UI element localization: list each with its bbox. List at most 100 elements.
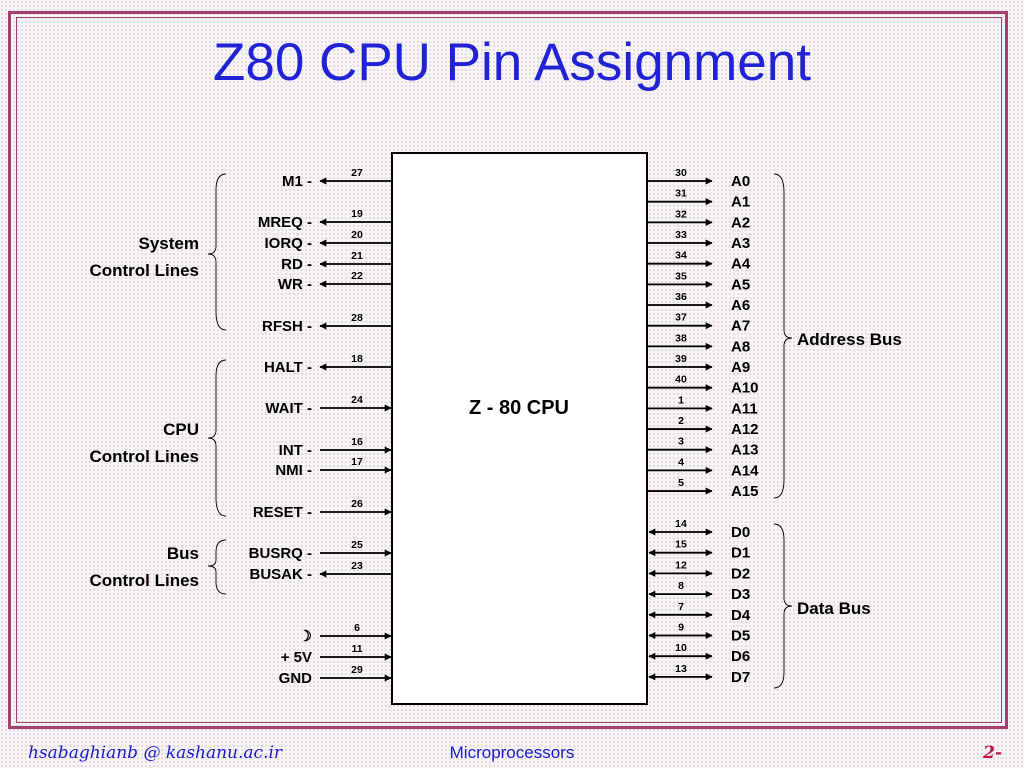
address-pin-label: A5 [731, 276, 750, 293]
pin-number: 9 [678, 622, 684, 634]
cpu-brace [207, 359, 227, 517]
pin-number: 26 [351, 498, 363, 510]
pin-number: 37 [675, 312, 687, 324]
pin-number: 34 [675, 250, 687, 262]
data-pin-label: D3 [731, 586, 750, 603]
pin-number: 13 [675, 663, 687, 675]
pin-number: 38 [675, 332, 687, 344]
bus-group-label-2: Control Lines [89, 571, 199, 590]
pin-number: 20 [351, 229, 363, 241]
cpu-chip-body [391, 152, 648, 705]
pin-number: 39 [675, 353, 687, 365]
data-pin-label: D2 [731, 565, 750, 582]
system-group-label-1: System [139, 234, 199, 253]
pin-number: 28 [351, 312, 363, 324]
pin-number: 1 [678, 394, 684, 406]
address-pin-label: A4 [731, 256, 751, 273]
data-pin-label: D4 [731, 607, 751, 624]
address-pin-label: A14 [731, 462, 759, 479]
pin-label: IORQ - [265, 235, 313, 252]
address-bus-label: Address Bus [797, 330, 902, 349]
pin-number: 10 [675, 642, 687, 654]
footer-course: Microprocessors [449, 743, 575, 762]
pin-label: M1 - [282, 173, 312, 190]
pin-label: RESET - [253, 504, 312, 521]
pin-number: 35 [675, 270, 687, 282]
pin-number: 29 [351, 664, 363, 676]
pin-number: 23 [351, 560, 363, 572]
pin-number: 11 [351, 643, 362, 655]
pin-label: NMI - [275, 462, 312, 479]
address-pin-label: A8 [731, 338, 750, 355]
pin-label: GND [279, 670, 313, 687]
footer-email: hsabaghianb @ kashanu.ac.ir [28, 743, 283, 763]
pin-number: 32 [675, 208, 687, 220]
pin-number: 27 [351, 167, 363, 179]
pin-number: 30 [675, 167, 687, 179]
footer-page-number: 2- [983, 743, 1002, 763]
pin-number: 33 [675, 229, 687, 241]
pin-number: 40 [675, 374, 687, 386]
chip-label: Z - 80 CPU [469, 397, 569, 419]
address-pin-label: A12 [731, 421, 759, 438]
slide-title: Z80 CPU Pin Assignment [213, 33, 811, 92]
data-brace [773, 523, 793, 689]
pin-number: 31 [675, 188, 687, 200]
pin-number: 21 [351, 250, 363, 262]
slide-frame-outer [8, 11, 1008, 729]
address-pin-label: A15 [731, 483, 759, 500]
address-pin-label: A9 [731, 359, 750, 376]
pin-number: 3 [678, 436, 684, 448]
address-pin-label: A3 [731, 235, 750, 252]
pin-label: WAIT - [265, 400, 312, 417]
pin-number: 17 [351, 456, 363, 468]
pin-number: 8 [678, 580, 684, 592]
address-pin-label: A1 [731, 194, 750, 211]
pin-number: 14 [675, 518, 687, 530]
pin-label: MREQ - [258, 214, 312, 231]
pin-label: + 5V [281, 649, 312, 666]
pin-label: BUSRQ - [249, 545, 312, 562]
address-pin-label: A6 [731, 297, 750, 314]
address-pin-label: A0 [731, 173, 750, 190]
pin-number: 6 [354, 622, 360, 634]
bus-brace [207, 539, 227, 595]
address-pin-label: A10 [731, 380, 759, 397]
pin-label: RFSH - [262, 318, 312, 335]
clock-icon: ☽ [299, 628, 312, 645]
data-pin-label: D0 [731, 524, 750, 541]
pin-label: RD - [281, 256, 312, 273]
pin-number: 2 [678, 415, 684, 427]
pin-number: 16 [351, 436, 363, 448]
address-pin-label: A13 [731, 442, 759, 459]
data-pin-label: D1 [731, 545, 750, 562]
pin-number: 24 [351, 394, 363, 406]
cpu-group-label-1: CPU [163, 420, 199, 439]
cpu-group-label-2: Control Lines [89, 447, 199, 466]
pin-number: 22 [351, 270, 363, 282]
pin-label: HALT - [264, 359, 312, 376]
pin-number: 18 [351, 353, 363, 365]
system-brace [207, 173, 227, 331]
pin-number: 19 [351, 208, 363, 220]
data-pin-label: D7 [731, 669, 750, 686]
pin-label: BUSAK - [250, 566, 313, 583]
pin-label: INT - [279, 442, 312, 459]
address-pin-label: A11 [731, 400, 758, 417]
pin-number: 4 [678, 456, 684, 468]
pin-number: 15 [675, 539, 687, 551]
pin-number: 12 [675, 559, 687, 571]
system-group-label-2: Control Lines [89, 261, 199, 280]
pin-number: 36 [675, 291, 687, 303]
bus-group-label-1: Bus [167, 544, 199, 563]
pin-number: 5 [678, 477, 684, 489]
address-brace [773, 173, 793, 499]
address-pin-label: A2 [731, 214, 750, 231]
data-pin-label: D5 [731, 628, 750, 645]
pin-label: WR - [278, 276, 312, 293]
data-pin-label: D6 [731, 648, 750, 665]
